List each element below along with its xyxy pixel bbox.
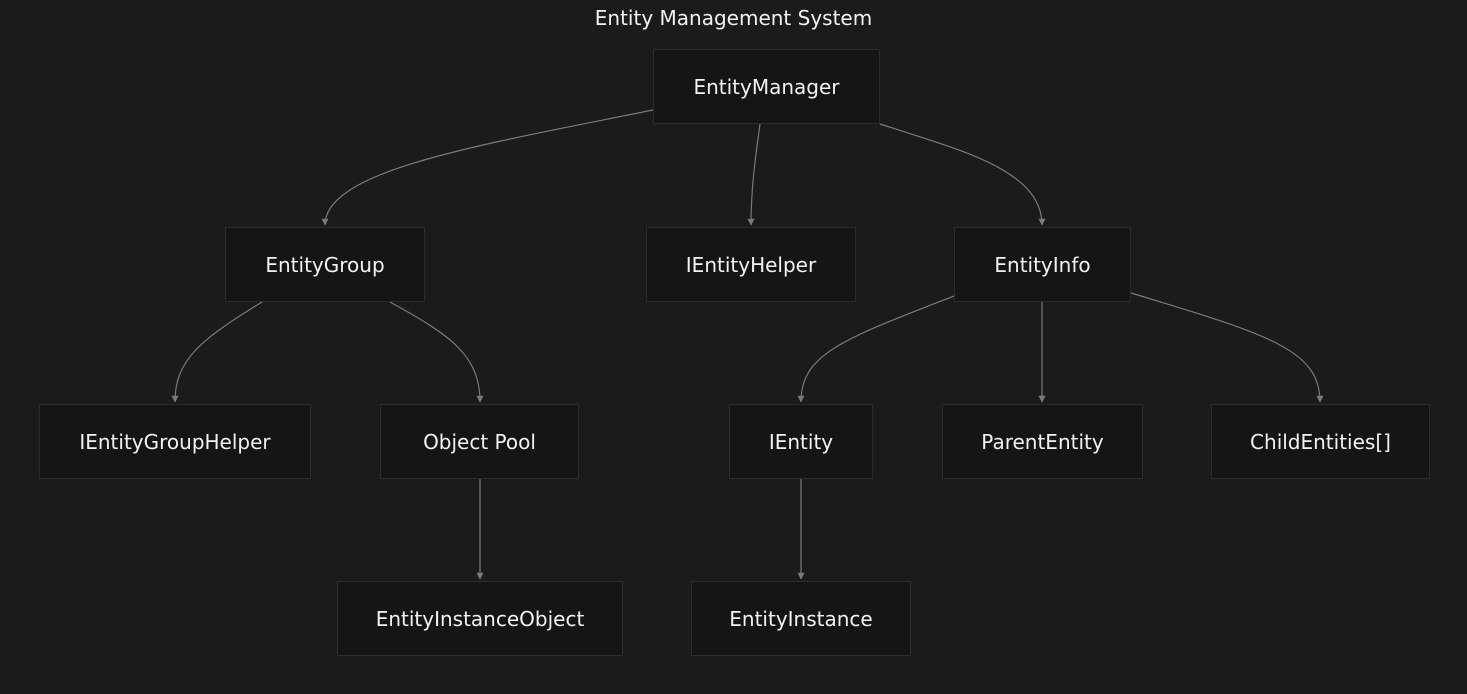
edge-entitymanager-ientityhelper (747, 123, 761, 226)
node-object-pool: Object Pool (380, 404, 579, 479)
node-parent-entity: ParentEntity (942, 404, 1143, 479)
node-label: IEntityHelper (685, 252, 817, 277)
node-label: Object Pool (423, 429, 536, 454)
node-entity-instance: EntityInstance (691, 581, 911, 656)
node-entity-instance-object: EntityInstanceObject (337, 581, 623, 656)
node-ientity-group-helper: IEntityGroupHelper (39, 404, 311, 479)
node-label: EntityInstanceObject (375, 606, 585, 631)
node-label: IEntity (768, 429, 834, 454)
node-label: EntityInstance (729, 606, 873, 631)
node-child-entities: ChildEntities[] (1211, 404, 1430, 479)
diagram-title: Entity Management System (594, 6, 873, 30)
edge-entitymanager-entityinfo (879, 123, 1046, 226)
node-label: ChildEntities[] (1250, 429, 1391, 454)
node-entity-group: EntityGroup (225, 227, 425, 302)
edge-entitymanager-entitygroup (321, 109, 654, 226)
node-label: EntityManager (693, 74, 840, 99)
node-ientity-helper: IEntityHelper (646, 227, 856, 302)
edge-entityinfo-childentities (1130, 292, 1324, 403)
node-label: EntityInfo (994, 252, 1091, 277)
node-entity-info: EntityInfo (954, 227, 1131, 302)
edge-entitygroup-ientitygrouphelper (171, 301, 263, 403)
edge-entitygroup-objectpool (389, 301, 484, 403)
node-ientity: IEntity (729, 404, 873, 479)
node-label: ParentEntity (981, 429, 1104, 454)
edge-entityinfo-ientity (797, 295, 955, 403)
node-entity-manager: EntityManager (653, 49, 880, 124)
node-label: IEntityGroupHelper (79, 429, 271, 454)
node-label: EntityGroup (265, 252, 385, 277)
